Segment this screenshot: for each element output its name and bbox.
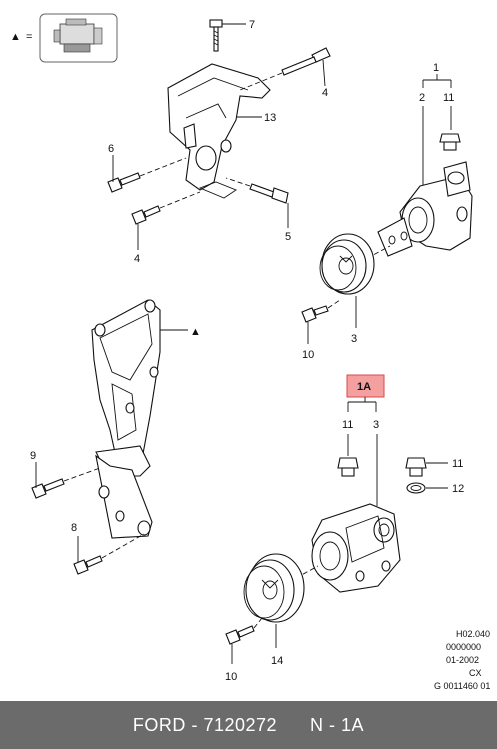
callout-10-upper: 10 [302,349,314,361]
callout-13: 13 [264,112,276,124]
ref-line-3: 01-2002 [446,655,479,665]
bracket-callout-1 [422,74,452,88]
ref-line-1: H02.040 [456,629,490,639]
pulley-14 [243,553,305,623]
pump-lower [311,503,401,593]
callout-4-upper: 4 [322,87,328,99]
upper-bracket-13 [167,63,271,199]
callout-5: 5 [285,231,291,243]
footer-brand: FORD [132,714,186,735]
exploded-parts-diagram: ▲ = 7 4 13 [10,13,490,691]
fitting-11-mid [337,457,359,477]
callout-11-right: 11 [452,458,463,470]
bolt-10-upper [301,305,329,323]
callout-11-mid: 11 [342,419,353,431]
footer-bar: FORD - 7120272 N - 1A [0,701,497,749]
pulley-3-upper [319,233,375,295]
bolt-7 [209,19,223,52]
legend-equals: = [26,31,32,43]
callout-3-lower: 3 [373,419,379,431]
callout-8: 8 [71,522,77,534]
engine-icon [39,13,118,63]
bolt-5 [249,183,289,204]
callout-11-upper: 11 [443,92,454,104]
callout-4-lower: 4 [134,253,140,265]
footer-separator: - [191,714,198,735]
bolt-10-lower [225,625,255,645]
footer-part-number: 7120272 [203,714,278,735]
bolt-9 [31,478,65,499]
fitting-11-right [405,457,427,477]
bracket-callout-1A [347,397,377,412]
callout-2: 2 [419,92,425,104]
callout-7: 7 [249,19,255,31]
callout-6: 6 [108,143,114,155]
washer-12 [406,482,426,494]
bolt-6 [107,172,141,193]
bolt-4-lower [131,205,161,225]
drawing-reference: H02.040 0000000 01-2002 CX G 0011460 01 [434,629,490,691]
callout-9: 9 [30,450,36,462]
legend: ▲ = [10,13,118,63]
callout-1: 1 [433,62,439,74]
ref-line-2: 0000000 [446,642,481,652]
pump-2 [377,161,473,257]
callout-12: 12 [452,483,464,495]
lower-bracket [91,299,161,539]
ref-line-4: CX [469,668,482,678]
bolt-8 [73,555,103,575]
callout-1A: 1A [357,381,371,393]
fitting-11-upper [439,133,461,151]
callout-10-lower: 10 [225,671,237,683]
highlight-1A [346,374,385,398]
callout-14: 14 [271,655,283,667]
legend-marker: ▲ [10,31,21,43]
footer-position: N - 1A [310,714,365,735]
bolt-4-upper [281,47,331,76]
callout-3-upper: 3 [351,333,357,345]
bracket-marker: ▲ [190,326,201,338]
ref-line-5: G 0011460 01 [434,681,490,691]
